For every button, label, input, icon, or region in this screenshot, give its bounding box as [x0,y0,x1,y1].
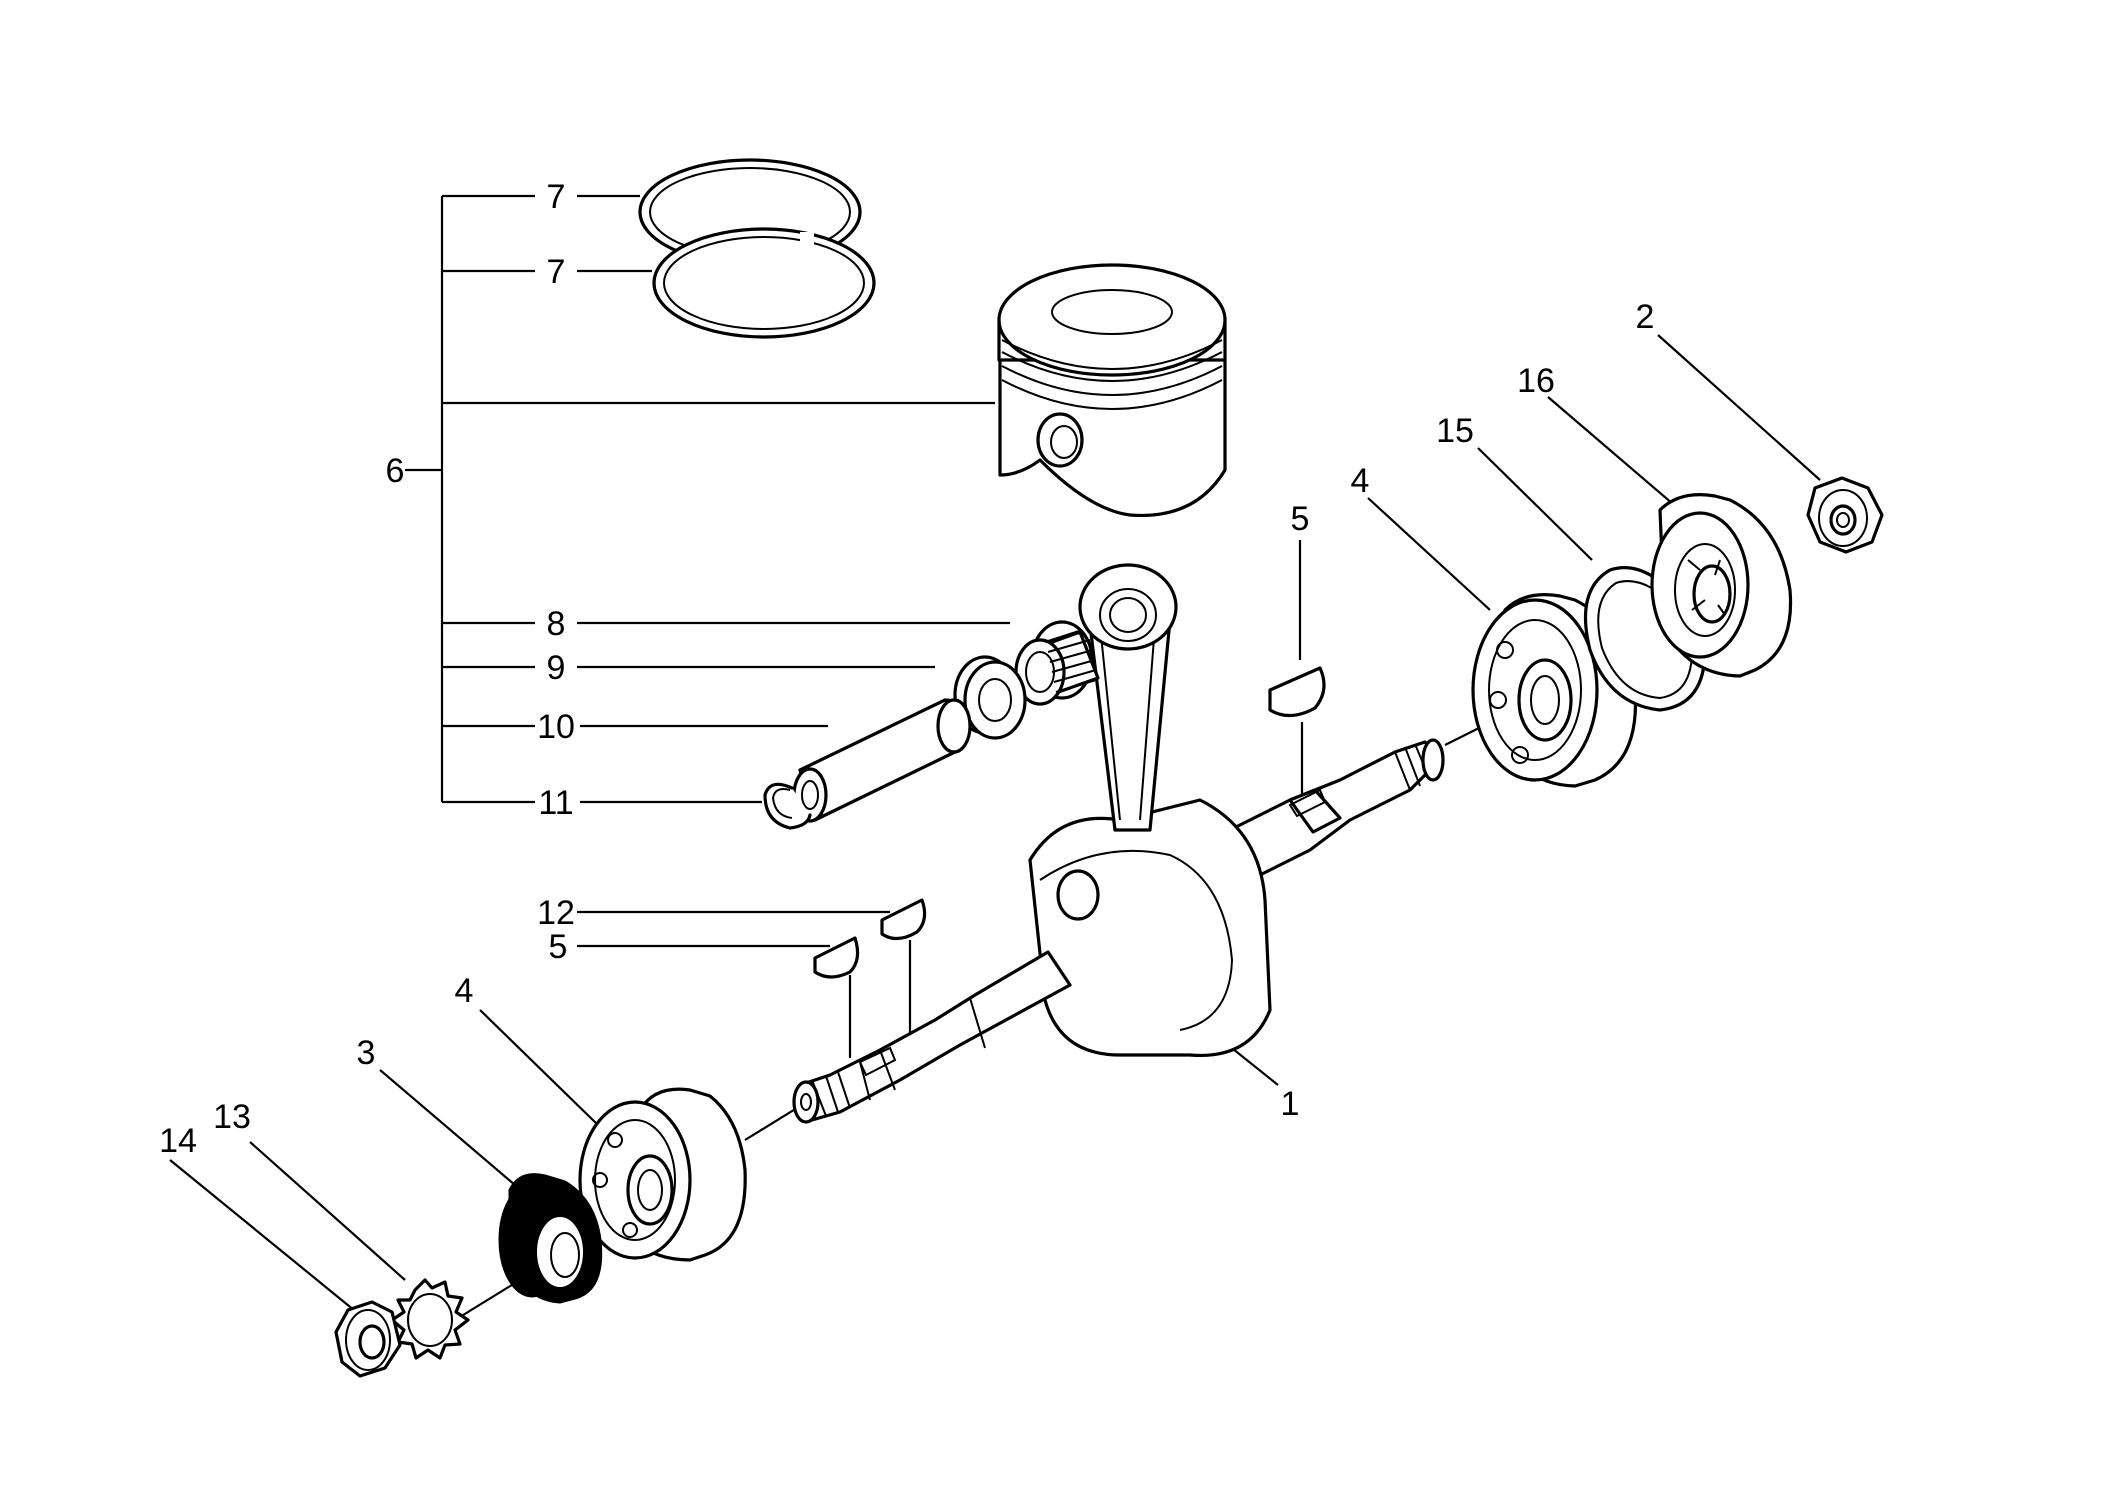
callout-5-lower: 5 [549,928,568,966]
hex-nut-right [1806,476,1884,554]
callout-12: 12 [537,894,575,932]
callout-4-left: 4 [455,972,474,1010]
callout-2: 2 [1636,298,1655,336]
piston [997,263,1227,518]
callout-11: 11 [538,784,573,822]
callout-7-upper: 7 [547,178,566,216]
thrust-washer [953,655,1027,740]
oil-seal-right [1650,493,1793,678]
callout-14: 14 [159,1122,197,1160]
callout-15: 15 [1436,412,1474,450]
callout-16: 16 [1517,362,1555,400]
leader-lines [169,194,1821,1321]
callout-10: 10 [537,708,575,746]
callout-labels: 7 7 6 8 9 10 11 12 5 5 4 4 3 13 14 1 2 1… [159,178,1654,1160]
ball-bearing-left [578,1087,747,1262]
lock-washer [390,1278,470,1360]
piston-ring-lower [652,227,876,339]
circlip [763,782,812,830]
crankshaft [792,563,1445,1124]
callout-4-right: 4 [1351,462,1370,500]
callout-13: 13 [213,1098,251,1136]
callout-1: 1 [1281,1085,1300,1123]
callout-3: 3 [357,1034,376,1072]
callout-6: 6 [386,452,405,490]
piston-pin [792,698,972,823]
woodruff-key-lower [813,936,860,979]
callout-7-lower: 7 [547,253,566,291]
callout-5-upper: 5 [1291,500,1310,538]
callout-9: 9 [547,649,566,687]
woodruff-key-12 [880,898,927,941]
hex-nut-left [334,1300,402,1378]
woodruff-key-upper [1268,666,1326,718]
oil-seal [498,1173,603,1304]
callout-8: 8 [547,605,566,643]
needle-bearing [1014,620,1100,706]
